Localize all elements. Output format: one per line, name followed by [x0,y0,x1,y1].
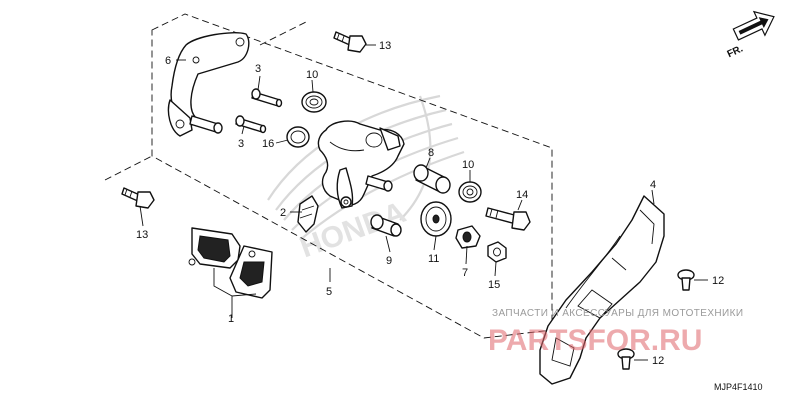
direction-label: FR. [726,43,745,60]
part-7-seal [455,225,481,249]
callout-12-upper: 12 [712,275,724,287]
part-11-piston [420,201,452,237]
callout-10-upper: 10 [306,69,318,81]
part-15-nut [487,241,507,263]
part-2-spring-clip [297,195,319,233]
site-name: PARTSFOR.RU [488,324,702,357]
part-3-pin-upper [251,88,283,108]
frame-connector-left [104,155,153,181]
callout-10-lower: 10 [462,159,474,171]
part-16-o-ring [286,126,310,148]
frame-connector-top [259,21,307,46]
part-4-disc-cover [539,195,665,385]
caliper-body [317,120,405,209]
diagram-code: MJP4F1410 [714,382,763,392]
part-8-sleeve [413,164,451,194]
part-14-bolt [485,207,531,231]
callout-3-lower: 3 [238,138,244,150]
front-direction-arrow: FR. [726,10,775,60]
callout-9: 9 [386,255,392,267]
part-12-screw-lower [617,348,635,370]
callout-12-lower: 12 [652,355,664,367]
part-13-bolt-upper [333,31,367,53]
callout-labels: 1 2 3 3 4 5 6 7 8 9 10 10 11 12 12 13 13… [136,40,724,367]
callout-3-upper: 3 [255,63,261,75]
part-9-bushing [370,214,402,237]
callout-11: 11 [428,253,439,265]
caliper-stud [365,175,393,192]
part-10-boot-upper [301,91,327,113]
callout-6: 6 [165,55,171,67]
callout-13-upper: 13 [379,40,391,52]
part-6-bracket [167,32,250,137]
bracket-stud [189,115,223,134]
part-12-screw-upper [677,269,695,291]
leader-lines [139,44,708,361]
callout-16: 16 [262,138,274,150]
callout-8: 8 [428,147,434,159]
part-1-pad-right [229,245,273,299]
part-1-pad-left [188,227,241,269]
callout-15: 15 [488,279,500,291]
callout-1: 1 [228,313,234,325]
callout-7: 7 [462,267,468,279]
callout-13-lower: 13 [136,229,148,241]
part-13-bolt-lower [121,187,155,209]
part-10-boot-lower [458,181,482,203]
callout-4: 4 [650,179,656,191]
part-3-pin-lower [235,115,267,134]
site-caption: ЗАПЧАСТИ И АКСЕССУАРЫ ДЛЯ МОТОТЕХНИКИ [492,308,743,319]
callout-5: 5 [326,286,332,298]
callout-14: 14 [516,189,528,201]
callout-2: 2 [280,207,286,219]
